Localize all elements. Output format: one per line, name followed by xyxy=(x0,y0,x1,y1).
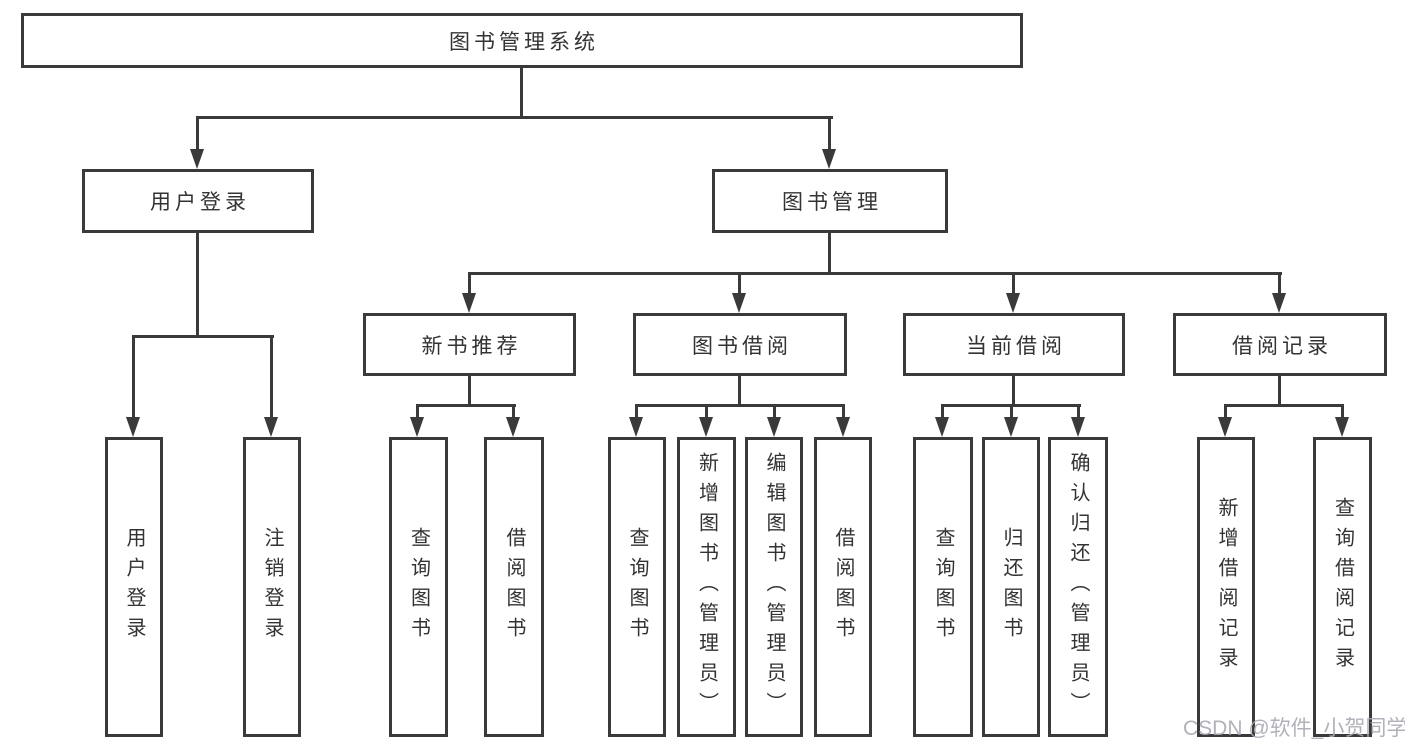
node-current-borrow-label: 当前借阅 xyxy=(966,334,1066,358)
connector-line xyxy=(416,404,419,420)
connector-line xyxy=(520,68,523,119)
node-book-mgmt-label: 图书管理 xyxy=(782,191,882,214)
connector-line xyxy=(196,116,833,119)
leaf-confirm-return-admin-label: 确认归还（管理员） xyxy=(1067,452,1089,722)
leaf-user-login-label: 用户登录 xyxy=(123,527,145,647)
connector-line xyxy=(270,335,273,421)
node-book-borrow: 图书借阅 xyxy=(633,313,847,376)
node-borrow-record: 借阅记录 xyxy=(1173,313,1387,376)
node-current-borrow: 当前借阅 xyxy=(903,313,1125,376)
connector-line xyxy=(941,404,944,420)
leaf-query-borrow-record: 查询借阅记录 xyxy=(1313,437,1372,737)
arrow-down-icon xyxy=(935,417,949,437)
connector-line xyxy=(738,376,741,407)
connector-line xyxy=(1278,272,1281,296)
leaf-logout-label: 注销登录 xyxy=(261,527,283,647)
arrow-down-icon xyxy=(836,417,850,437)
node-book-borrow-label: 图书借阅 xyxy=(692,334,792,358)
arrow-down-icon xyxy=(629,417,643,437)
connector-line xyxy=(828,233,831,275)
connector-line xyxy=(468,272,1282,275)
connector-line xyxy=(196,116,199,152)
arrow-down-icon xyxy=(822,149,836,169)
node-user-login: 用户登录 xyxy=(82,169,314,233)
leaf-query-borrow-record-label: 查询借阅记录 xyxy=(1331,497,1354,677)
leaf-query-book-borrow: 查询图书 xyxy=(608,437,666,737)
connector-line xyxy=(635,404,845,407)
node-borrow-record-label: 借阅记录 xyxy=(1232,334,1332,358)
leaf-add-borrow-record: 新增借阅记录 xyxy=(1197,437,1255,737)
connector-line xyxy=(1012,272,1015,296)
arrow-down-icon xyxy=(1004,417,1018,437)
leaf-query-book-borrow-label: 查询图书 xyxy=(626,527,648,647)
connector-line xyxy=(132,335,135,421)
node-new-book-label: 新书推荐 xyxy=(421,334,522,358)
arrow-down-icon xyxy=(1272,293,1286,313)
leaf-borrow-book-newbook-label: 借阅图书 xyxy=(503,527,525,647)
connector-line xyxy=(196,233,199,338)
arrow-down-icon xyxy=(1006,293,1020,313)
leaf-borrow-book-newbook: 借阅图书 xyxy=(484,437,544,737)
connector-line xyxy=(468,376,471,407)
arrow-down-icon xyxy=(732,293,746,313)
connector-line xyxy=(635,404,638,420)
leaf-query-book-current-label: 查询图书 xyxy=(932,527,954,647)
leaf-borrow-book-borrow-label: 借阅图书 xyxy=(832,527,854,647)
connector-line xyxy=(132,335,274,338)
leaf-add-book-admin-label: 新增图书（管理员） xyxy=(695,452,718,722)
arrow-down-icon xyxy=(126,417,140,437)
connector-line xyxy=(416,404,516,407)
arrow-down-icon xyxy=(410,417,424,437)
arrow-down-icon xyxy=(264,417,278,437)
connector-line xyxy=(1010,404,1013,420)
connector-line xyxy=(828,116,831,152)
node-root: 图书管理系统 xyxy=(21,13,1023,68)
arrow-down-icon xyxy=(1071,417,1085,437)
connector-line xyxy=(1224,404,1227,420)
node-user-login-label: 用户登录 xyxy=(150,191,250,214)
leaf-add-borrow-record-label: 新增借阅记录 xyxy=(1215,497,1237,677)
connector-line xyxy=(1012,376,1015,407)
connector-line xyxy=(1224,404,1344,407)
leaf-return-book: 归还图书 xyxy=(982,437,1040,737)
connector-line xyxy=(773,404,776,420)
arrow-down-icon xyxy=(767,417,781,437)
connector-line xyxy=(1341,404,1344,420)
leaf-logout: 注销登录 xyxy=(243,437,301,737)
connector-line xyxy=(1278,376,1281,407)
arrow-down-icon xyxy=(506,417,520,437)
node-book-mgmt: 图书管理 xyxy=(712,169,948,233)
leaf-edit-book-admin-label: 编辑图书（管理员） xyxy=(763,452,785,722)
connector-line xyxy=(468,272,471,296)
watermark: CSDN @软件_小贺同学 xyxy=(1183,717,1405,740)
leaf-query-book-newbook-label: 查询图书 xyxy=(407,527,430,647)
node-new-book: 新书推荐 xyxy=(363,313,576,376)
leaf-return-book-label: 归还图书 xyxy=(1000,527,1022,647)
arrow-down-icon xyxy=(699,417,713,437)
connector-line xyxy=(1077,404,1080,420)
leaf-borrow-book-borrow: 借阅图书 xyxy=(814,437,872,737)
leaf-user-login: 用户登录 xyxy=(105,437,163,737)
arrow-down-icon xyxy=(1335,417,1349,437)
connector-line xyxy=(738,272,741,296)
leaf-add-book-admin: 新增图书（管理员） xyxy=(677,437,736,737)
leaf-edit-book-admin: 编辑图书（管理员） xyxy=(745,437,803,737)
connector-line xyxy=(705,404,708,420)
arrow-down-icon xyxy=(1218,417,1232,437)
arrow-down-icon xyxy=(190,149,204,169)
leaf-query-book-current: 查询图书 xyxy=(913,437,973,737)
leaf-query-book-newbook: 查询图书 xyxy=(389,437,448,737)
leaf-confirm-return-admin: 确认归还（管理员） xyxy=(1048,437,1108,737)
connector-line xyxy=(842,404,845,420)
connector-line xyxy=(512,404,515,420)
node-root-label: 图书管理系统 xyxy=(449,30,599,54)
arrow-down-icon xyxy=(462,293,476,313)
